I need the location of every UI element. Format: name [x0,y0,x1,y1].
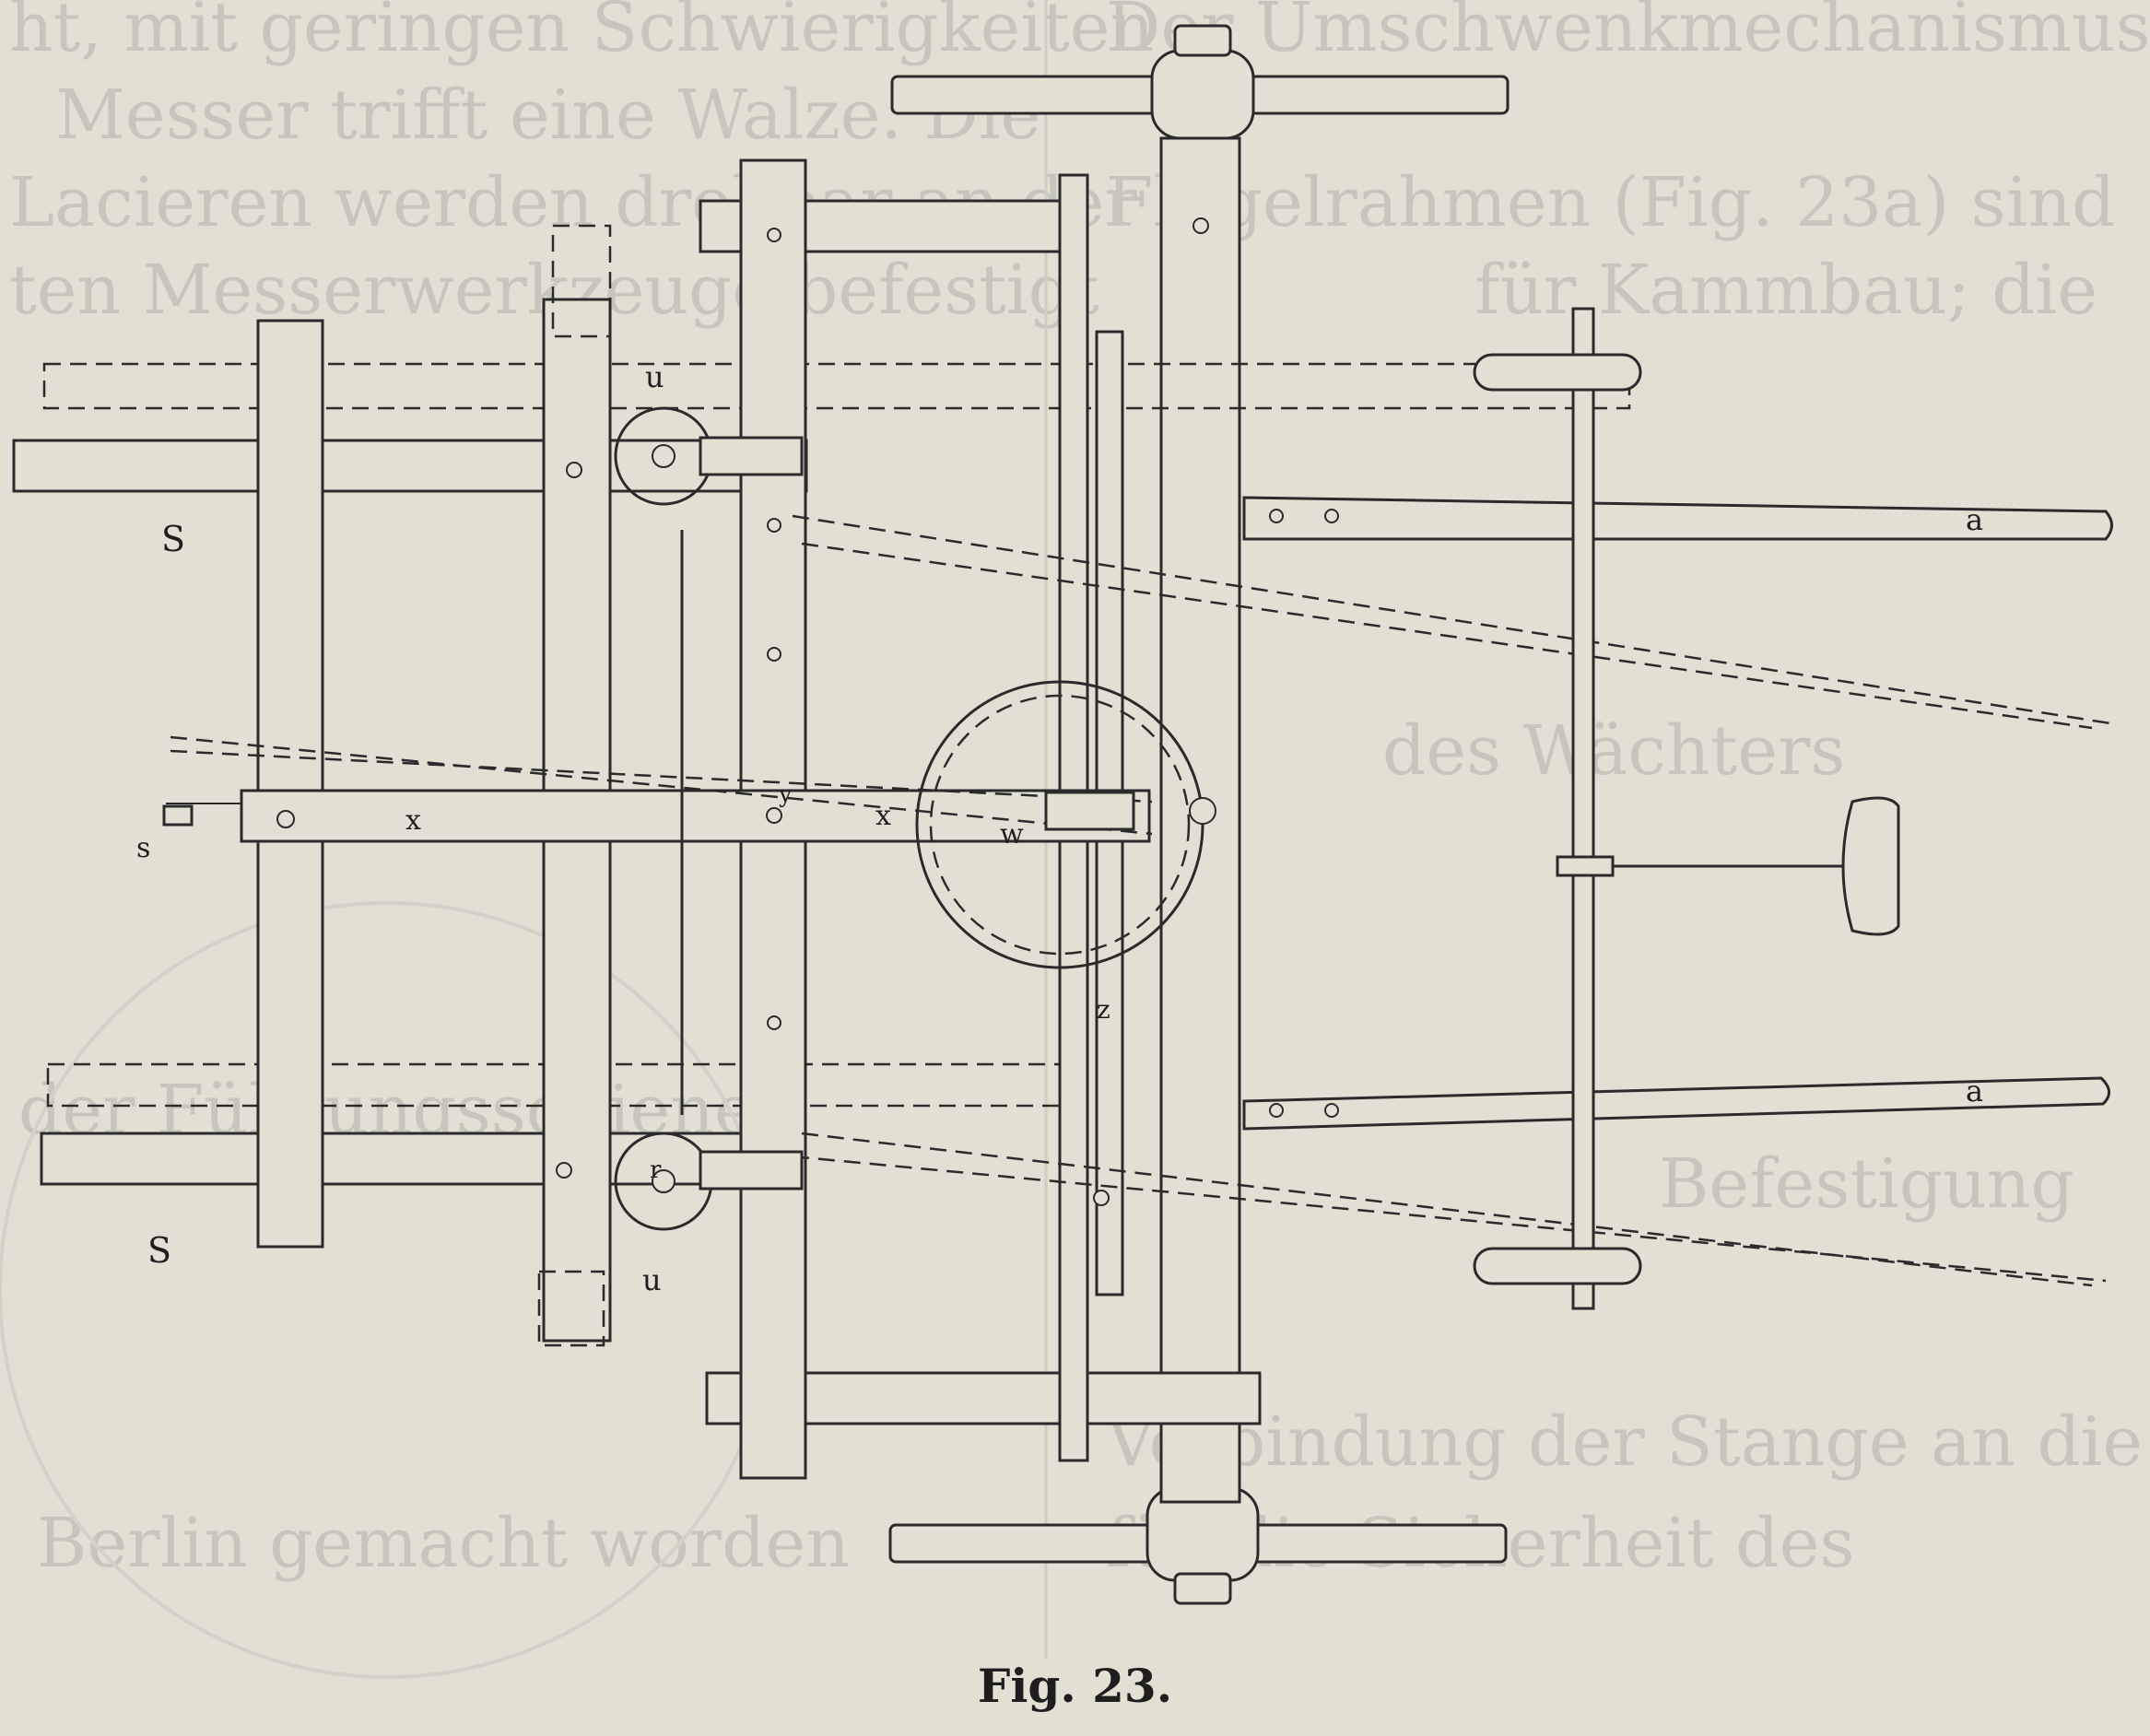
tiller-bolt [276,810,295,828]
drawbar-bolt [1324,1103,1339,1118]
tiller-bar [162,789,1151,843]
label-u-bottom: u [642,1262,662,1297]
bottom-wheel [888,1486,1508,1605]
top-wheel-nut [1173,24,1232,57]
shaft-top-pole [12,439,808,493]
swing-line [801,1132,2093,1287]
swing-paths [170,514,2111,1287]
post-bolt [556,1162,572,1179]
middle-post-dashed-bottom [537,1270,605,1347]
rod [1571,307,1595,1310]
tiller-x [240,789,1151,843]
bleed-line-6: Flügelrahmen (Fig. 23a) sind [1106,163,2115,242]
pulley-top [1473,353,1642,392]
bleed-line-10: Befestigung [1659,1144,2074,1224]
drawbar-top [1242,496,2113,541]
bottom-wheel-nut [1173,1572,1232,1605]
turntable-inner [929,694,1191,956]
label-r: r [650,1156,662,1184]
axle-bolt [1192,217,1209,234]
label-S-top: S [161,519,185,559]
drawbar-bolt [1324,509,1339,523]
turntable [915,680,1216,969]
bleed-through-text: ht, mit geringen Schwierigkeiten Messer … [0,0,2150,1679]
gear-top-hub [652,444,676,468]
bleed-line-2: Messer trifft eine Walze. Die [55,76,1040,155]
bleed-line-12: Berlin gemacht worden [37,1504,850,1583]
bleed-line-11: Verbindung der Stange an die Bügel [1105,1402,2150,1482]
bleed-line-1: ht, mit geringen Schwierigkeiten [9,0,1154,67]
tiller-bolt [766,807,782,824]
label-s: s [136,832,150,864]
drawbar-bottom [1242,1076,2110,1131]
middle-frame-post [537,224,612,1347]
post-bolt [566,462,582,478]
label-a-bottom: a [1966,1073,1983,1108]
middle-post-dashed-top [551,224,612,338]
bleed-line-7: für Kammbau; die [1474,251,2097,330]
swing-line [170,749,1153,803]
left-post [256,319,324,1249]
swing-line [801,542,2093,730]
label-a-top: a [1966,502,1983,537]
drawbar-bolt [1269,509,1284,523]
handle-clamp [1556,855,1615,877]
shaft-bottom-pole [40,1132,799,1186]
figure-caption: Fig. 23. [977,1659,1173,1713]
swing-line [170,735,1153,836]
label-S-bottom: S [147,1230,171,1271]
rail-bolt [1093,1190,1110,1206]
swing-line [792,1155,2107,1283]
tiller-tip-clamp [162,804,194,827]
label-y: y [778,780,793,808]
drawbars [1242,496,2113,1131]
label-x-left: x [405,804,421,837]
turntable-pin [1189,797,1216,825]
label-u-top: u [645,359,664,394]
bracket-bottom [699,1150,804,1191]
pulley-bottom [1473,1247,1642,1285]
label-z: z [1097,994,1110,1025]
turntable-link [1044,791,1135,831]
gear-bottom-hub [652,1169,676,1193]
beam-bolt [767,1015,781,1030]
beam-bolt [767,518,781,533]
bracket-top [699,436,804,476]
label-x-right: x [875,800,891,832]
beam-bolt [767,228,781,242]
steering-rod [1473,307,1900,1310]
bleed-line-8: des Wächters [1382,711,1845,791]
gears [614,406,804,1231]
swing-line [792,514,2111,725]
top-wheel-hub [1150,49,1255,140]
left-frame-post [256,319,324,1249]
bleed-line-5: Der Umschwenkmechanismus [1106,0,2150,67]
beam-bolt [767,647,781,662]
labels: S S u u a a s x x y w z r [136,359,1983,1297]
drawbar-bolt [1269,1103,1284,1118]
label-w: w [1000,818,1024,850]
handle-grip [1841,796,1900,936]
